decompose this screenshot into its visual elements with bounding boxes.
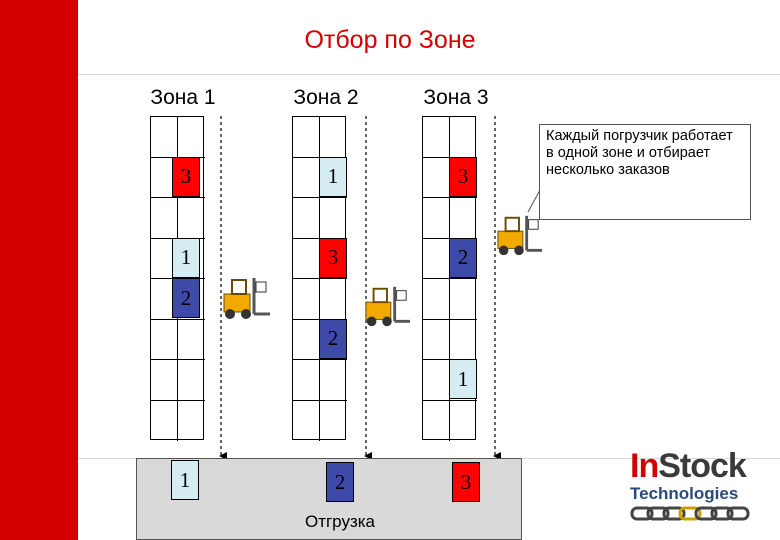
rack-cell: [151, 400, 178, 441]
rack-cell: [151, 319, 178, 360]
rack-box-zone-3-row-7: 1: [449, 359, 477, 399]
rack-cell: [450, 158, 477, 198]
rack-cell: [423, 319, 450, 360]
rack-cell: [293, 198, 320, 239]
rack-box-zone-2-row-6: 2: [319, 318, 347, 359]
rack-cell: [293, 117, 320, 158]
zone-1-label: Зона 1: [150, 86, 216, 109]
rack-cell: [151, 360, 178, 401]
rack-cell: [178, 158, 205, 198]
zone-2-label: Зона 2: [293, 86, 359, 109]
logo-part-stock: Stock: [658, 447, 747, 485]
rack-cell: [423, 279, 450, 320]
rack-cell: [450, 239, 477, 279]
rack-cell: [151, 117, 178, 158]
rack-cell: [293, 400, 320, 441]
rack-cell: [320, 360, 347, 401]
zone-3-label: Зона 3: [423, 86, 489, 109]
rack-box-zone-1-row-4: 1: [172, 237, 200, 278]
rack-box-zone-1-row-5: 2: [172, 278, 200, 318]
rack-cell: [320, 320, 347, 360]
rack-cell: [178, 360, 205, 401]
rack-cell: [423, 117, 450, 158]
page-title: Отбор по Зоне: [304, 26, 476, 54]
company-logo: InStock: [630, 447, 747, 486]
title-divider: [78, 74, 780, 75]
forklift-zone-1-icon: [223, 278, 270, 319]
left-accent-bar: [0, 0, 78, 540]
rack-box-zone-2-row-2: 1: [319, 156, 347, 197]
callout-note: Каждый погрузчик работает в одной зоне и…: [539, 124, 751, 220]
logo-subtitle: Technologies: [630, 484, 739, 503]
shipping-box-2: 2: [326, 462, 354, 502]
rack-box-zone-3-row-2: 3: [449, 156, 477, 197]
rack-cell: [151, 198, 178, 239]
rack-cell: [320, 239, 347, 279]
callout-pointer: [527, 189, 541, 213]
rack-cell: [293, 360, 320, 401]
rack-cell: [450, 360, 477, 401]
rack-cell: [178, 320, 205, 360]
rack-box-zone-1-row-2: 3: [172, 156, 200, 197]
shipping-box-1: 1: [171, 460, 199, 500]
logo-part-in: In: [630, 447, 659, 485]
forklift-zone-2-icon: [365, 286, 410, 327]
rack-cell: [423, 400, 450, 441]
rack-cell: [178, 279, 205, 320]
rack-cell: [423, 198, 450, 239]
rack-box-zone-3-row-4: 2: [449, 237, 477, 278]
forklift-zone-3-icon: [497, 215, 542, 256]
shipping-box-3: 3: [452, 462, 480, 502]
chain-links-icon: [630, 506, 750, 521]
shipping-label: Отгрузка: [304, 512, 376, 531]
rack-cell: [450, 279, 477, 320]
rack-cell: [293, 279, 320, 320]
rack-cell: [320, 158, 347, 198]
rack-box-zone-2-row-4: 3: [319, 237, 347, 278]
